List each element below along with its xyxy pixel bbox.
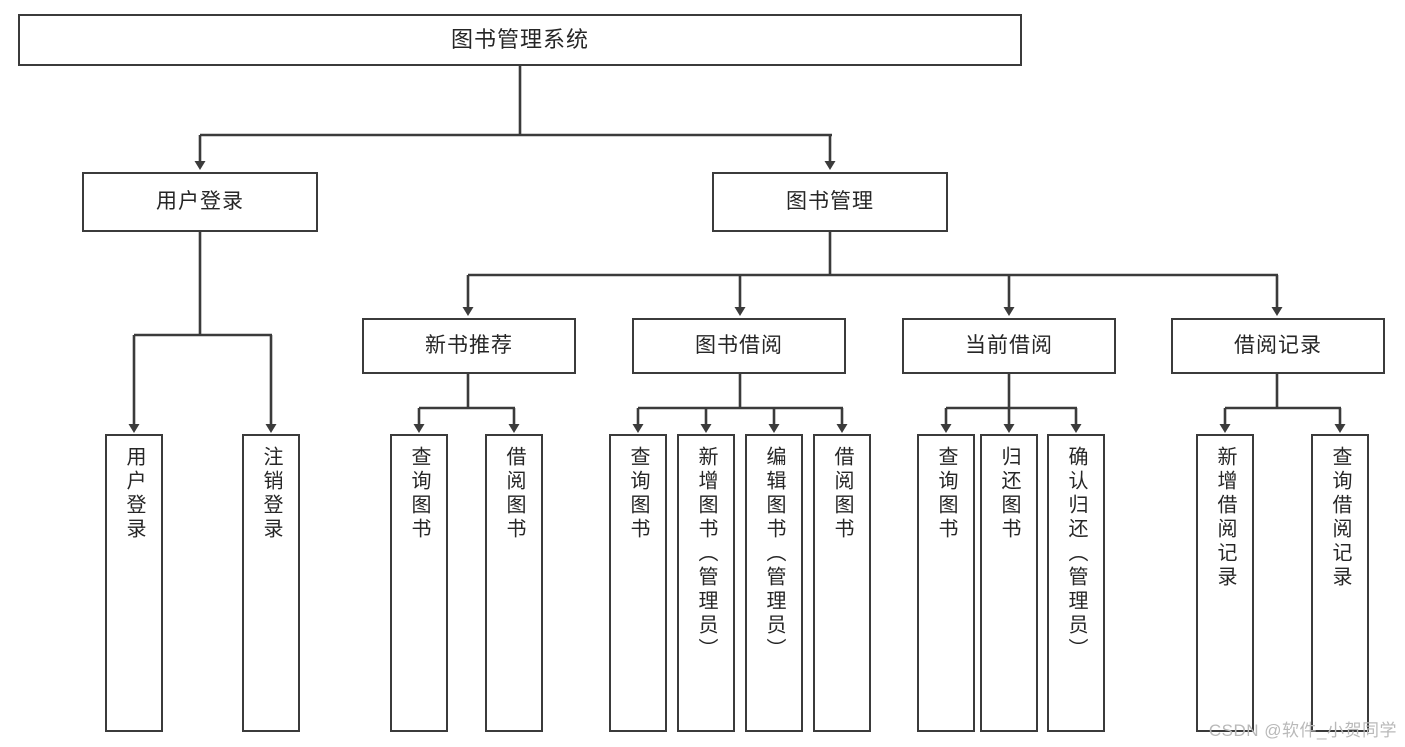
leaf-confirm-return-admin[interactable]: 确认归还（管理员）	[1047, 434, 1105, 732]
node-borrow-record[interactable]: 借阅记录	[1171, 318, 1385, 374]
node-root-system[interactable]: 图书管理系统	[18, 14, 1022, 66]
node-label: 借阅图书	[831, 446, 853, 542]
leaf-user-login[interactable]: 用户登录	[105, 434, 163, 732]
node-label: 图书管理系统	[450, 27, 589, 53]
node-label: 图书借阅	[695, 333, 783, 357]
node-new-book-recommend[interactable]: 新书推荐	[362, 318, 576, 374]
leaf-query-book[interactable]: 查询图书	[609, 434, 667, 732]
leaf-query-book-current[interactable]: 查询图书	[917, 434, 975, 732]
leaf-edit-book-admin[interactable]: 编辑图书（管理员）	[745, 434, 803, 732]
leaf-borrow-book[interactable]: 借阅图书	[813, 434, 871, 732]
node-label: 当前借阅	[965, 333, 1053, 357]
node-label: 确认归还（管理员）	[1065, 446, 1087, 662]
leaf-borrow-book-new[interactable]: 借阅图书	[485, 434, 543, 732]
node-book-borrow[interactable]: 图书借阅	[632, 318, 846, 374]
node-label: 查询图书	[408, 446, 430, 542]
node-label: 归还图书	[998, 446, 1020, 542]
node-label: 注销登录	[260, 446, 282, 542]
leaf-add-borrow-record[interactable]: 新增借阅记录	[1196, 434, 1254, 732]
leaf-logout[interactable]: 注销登录	[242, 434, 300, 732]
node-book-management[interactable]: 图书管理	[712, 172, 948, 232]
node-label: 新书推荐	[425, 333, 513, 357]
leaf-return-book[interactable]: 归还图书	[980, 434, 1038, 732]
node-label: 图书管理	[786, 189, 874, 213]
node-label: 借阅图书	[503, 446, 525, 542]
node-label: 用户登录	[123, 446, 145, 542]
node-label: 查询图书	[627, 446, 649, 542]
node-current-borrow[interactable]: 当前借阅	[902, 318, 1116, 374]
node-label: 新增图书（管理员）	[695, 446, 717, 662]
node-label: 查询借阅记录	[1329, 446, 1351, 590]
node-label: 借阅记录	[1234, 333, 1322, 357]
node-label: 新增借阅记录	[1214, 446, 1236, 590]
node-label: 编辑图书（管理员）	[763, 446, 785, 662]
leaf-add-book-admin[interactable]: 新增图书（管理员）	[677, 434, 735, 732]
leaf-query-book-new[interactable]: 查询图书	[390, 434, 448, 732]
node-label: 用户登录	[156, 189, 244, 213]
node-label: 查询图书	[935, 446, 957, 542]
node-user-login[interactable]: 用户登录	[82, 172, 318, 232]
leaf-query-borrow-record[interactable]: 查询借阅记录	[1311, 434, 1369, 732]
